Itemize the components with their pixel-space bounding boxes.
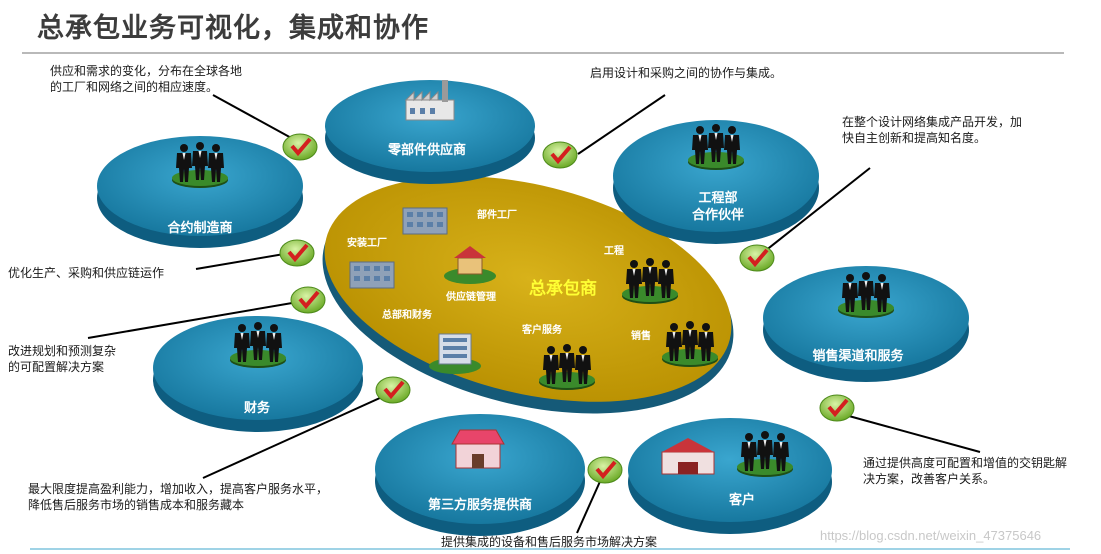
people-icon xyxy=(737,431,793,477)
people-icon xyxy=(688,124,744,170)
check-icon xyxy=(290,286,326,314)
hub-label-assembly: 安装工厂 xyxy=(347,236,387,249)
annotation-profit: 最大限度提高盈利能力，增加收入，提高客户服务水平， 降低售后服务市场的销售成本和… xyxy=(28,482,329,512)
house-icon xyxy=(444,246,496,284)
people-icon xyxy=(539,344,595,390)
page-title: 总承包业务可视化，集成和协作 xyxy=(37,13,429,44)
annotation-factory-speed: 供应和需求的变化，分布在全球各地 的工厂和网络之间的相应速度。 xyxy=(50,64,243,94)
node-label-third-party: 第三方服务提供商 xyxy=(428,497,532,513)
node-label-contract-mfg: 合约制造商 xyxy=(167,220,232,236)
hub-label-main: 总承包商 xyxy=(529,278,597,299)
watermark: https://blog.csdn.net/weixin_47375646 xyxy=(820,528,1042,543)
node-label-parts-supply: 零部件供应商 xyxy=(387,142,466,158)
factory-icon xyxy=(404,80,455,121)
check-icon xyxy=(279,239,315,267)
warehouse-icon xyxy=(661,438,715,475)
disc-customer xyxy=(628,418,832,534)
title-divider xyxy=(22,52,1064,54)
annotation-value-solution: 通过提供高度可配置和增值的交钥匙解 决方案，改善客户关系。 xyxy=(863,456,1068,486)
check-icon xyxy=(587,456,623,484)
check-icon xyxy=(739,244,775,272)
people-icon xyxy=(622,258,678,304)
annotation-innovation: 在整个设计网络集成产品开发，加 快自主创新和提高知名度。 xyxy=(842,115,1023,145)
disc-engineering-partner xyxy=(613,120,819,244)
disc-finance xyxy=(153,316,363,432)
node-label-finance: 财务 xyxy=(244,400,271,416)
annotation-aftermarket: 提供集成的设备和售后服务市场解决方案 xyxy=(441,535,658,549)
people-icon xyxy=(230,322,286,368)
node-label-sales-channel: 销售渠道和服务 xyxy=(812,348,904,364)
node-label-customer: 客户 xyxy=(729,492,755,508)
hub-label-hq-finance: 总部和财务 xyxy=(382,308,433,321)
building-icon xyxy=(349,261,395,289)
bottom-divider xyxy=(30,548,1070,550)
check-icon xyxy=(542,141,578,169)
hub-label-supply-chain: 供应链管理 xyxy=(445,290,496,303)
building-icon xyxy=(402,207,448,235)
connector-lines xyxy=(87,94,981,534)
hub-label-parts-factory: 部件工厂 xyxy=(477,208,517,221)
annotation-optimize: 优化生产、采购和供应链运作 xyxy=(8,266,165,280)
disc-parts-supply xyxy=(325,80,535,184)
check-icon xyxy=(819,394,855,422)
check-icon xyxy=(375,376,411,404)
people-icon xyxy=(172,142,228,188)
shop-icon xyxy=(451,429,505,469)
people-icon xyxy=(662,321,718,367)
hub-label-sales: 销售 xyxy=(631,329,651,342)
people-icon xyxy=(838,272,894,318)
office-icon xyxy=(429,333,481,374)
node-label-engineering-partner: 工程部合作伙伴 xyxy=(692,190,744,223)
disc-third-party xyxy=(375,414,585,536)
disc-sales-channel xyxy=(763,266,969,382)
hub-label-customer-service: 客户服务 xyxy=(521,323,563,336)
annotation-planning: 改进规划和预测复杂 的可配置解决方案 xyxy=(8,344,117,374)
hub-label-engineering: 工程 xyxy=(604,244,624,257)
annotation-design-procurement: 启用设计和采购之间的协作与集成。 xyxy=(590,66,783,80)
check-icon xyxy=(282,133,318,161)
